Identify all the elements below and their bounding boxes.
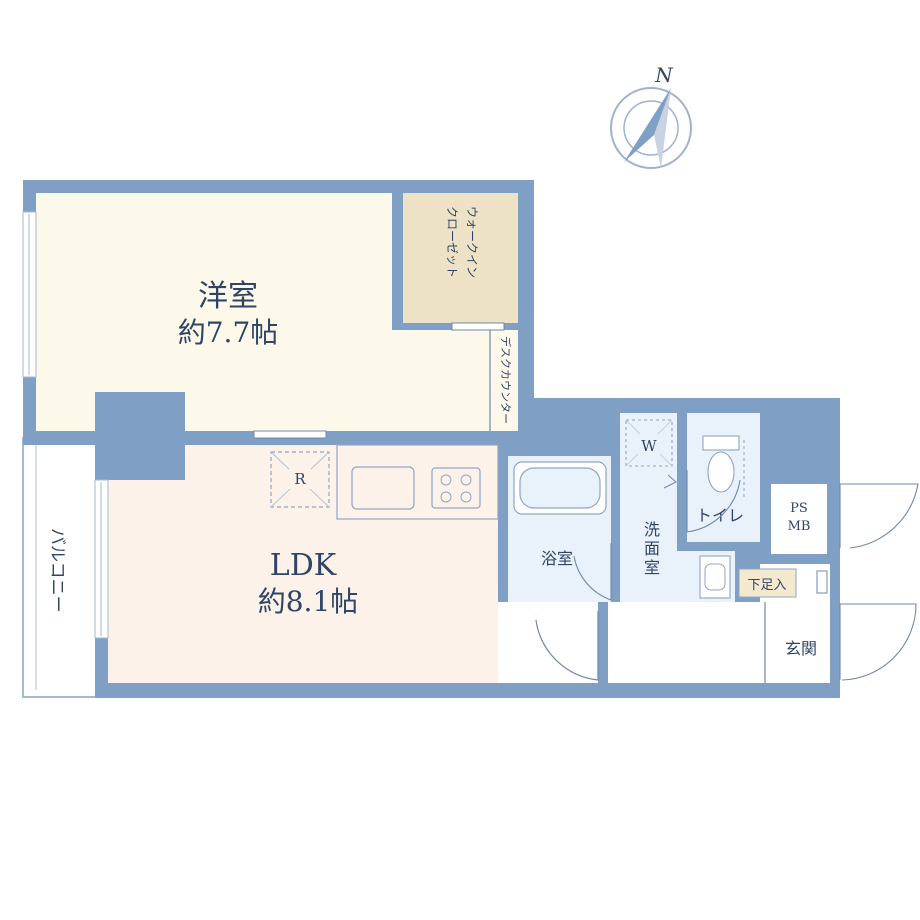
toilet-door-swing	[686, 470, 741, 533]
entrance-door-swing	[840, 603, 917, 681]
kitchen-stove	[431, 467, 481, 509]
room-sliding-door	[253, 430, 327, 439]
kitchen-counter	[336, 444, 499, 520]
ldk-size: 約8.1帖	[258, 585, 359, 618]
meter-box	[816, 570, 828, 594]
western-room-name: 洋室	[198, 279, 258, 314]
vanity-basin	[704, 563, 726, 591]
toilet-door-arrow	[663, 474, 677, 489]
refrigerator-label-bg	[289, 467, 311, 489]
closet-label-line2: クローゼット	[445, 206, 459, 278]
bathroom-label: 浴室	[541, 549, 573, 568]
compass-inner-ring	[623, 100, 679, 156]
compass-needle-light	[654, 88, 671, 168]
compass-north-label: N	[654, 63, 674, 87]
western-room-size: 約7.7帖	[178, 316, 279, 349]
ps-mb-box	[771, 484, 827, 554]
bathroom-door-swing	[573, 543, 612, 601]
entry-hall-floor	[498, 602, 598, 683]
bathtub-basin	[519, 467, 601, 509]
washroom-label-3: 室	[644, 558, 660, 577]
genkan-label: 玄関	[785, 639, 817, 658]
desk-counter-label: デスクカウンター	[499, 336, 513, 424]
ps-label: PS	[790, 501, 808, 516]
walk-in-closet-floor	[403, 193, 518, 323]
genkan-floor	[608, 602, 830, 683]
burner-3	[440, 491, 452, 503]
toilet-bowl	[707, 451, 735, 493]
ps-mb: PS MB	[771, 483, 919, 554]
shoe-box	[738, 568, 797, 598]
refrigerator-label: R	[294, 470, 306, 488]
wall-column-overlay	[95, 392, 185, 480]
kitchen-counter-top	[336, 444, 499, 520]
balcony-label: バルコニー	[47, 528, 67, 613]
burner-4	[460, 491, 472, 503]
washroom-label-1: 洗	[644, 520, 660, 539]
washroom: W 洗 面 室	[620, 413, 735, 669]
compass-needle-dark	[624, 88, 671, 162]
washer-label: W	[641, 437, 657, 455]
kitchen-sink	[351, 466, 415, 510]
washroom-label-2: 面	[644, 539, 660, 558]
shoe-box-label: 下足入	[747, 578, 786, 593]
closet-door	[451, 322, 505, 331]
refrigerator: R	[270, 451, 330, 508]
ldk-name: LDK	[270, 548, 337, 583]
desk-counter-floor	[392, 330, 518, 431]
genkan: 下足入 玄関	[608, 564, 917, 683]
burner-2	[460, 474, 472, 486]
bathroom: 浴室	[508, 456, 612, 602]
closet-label-line1: ウォークイン	[465, 206, 479, 278]
compass-outer-ring	[610, 87, 692, 169]
ldk-door-swing	[535, 611, 599, 681]
toilet-label: トイレ	[696, 506, 744, 525]
ps-door-swing	[840, 483, 919, 549]
mb-label: MB	[788, 519, 811, 534]
washer-pan	[625, 419, 673, 467]
refrigerator-box	[270, 451, 330, 508]
burner-1	[440, 474, 452, 486]
washer-label-bg	[638, 434, 660, 456]
ldk: R LDK 約8.1帖	[94, 392, 599, 683]
compass: N	[610, 63, 692, 169]
toilet-room: トイレ	[663, 413, 760, 542]
balcony: バルコニー	[22, 437, 102, 698]
western-room-floor	[36, 193, 392, 431]
toilet-tank	[702, 435, 740, 451]
